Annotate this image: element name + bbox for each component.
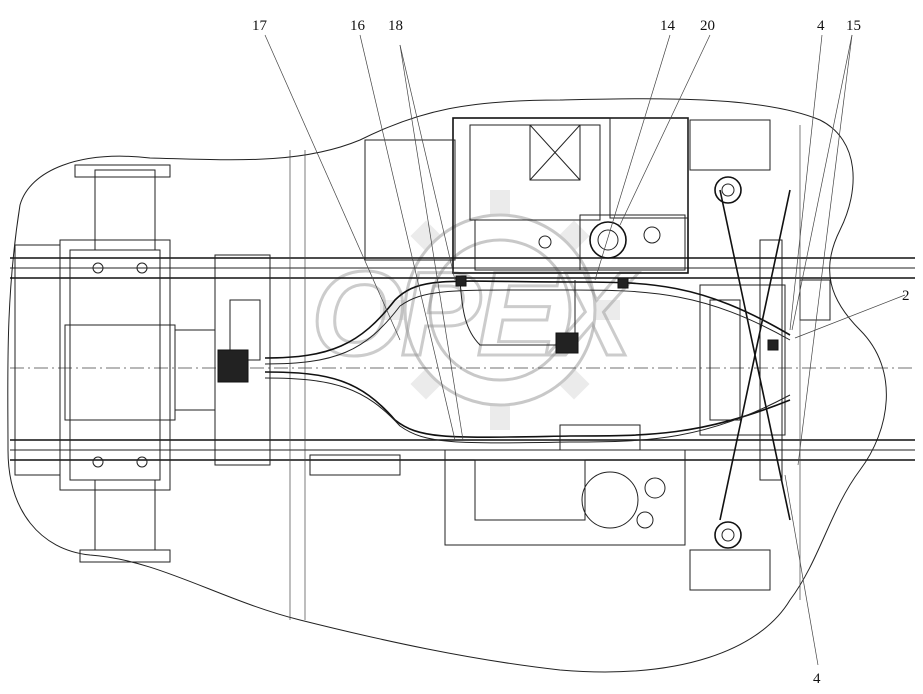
- leader-lines: [264, 34, 906, 666]
- callout-15: 15: [846, 18, 861, 34]
- callout-labels: 17 16 18 14 20 4 15 2 4: [252, 18, 910, 687]
- callout-4-top: 4: [817, 18, 825, 34]
- callout-4-bottom: 4: [813, 671, 821, 687]
- callout-16: 16: [350, 18, 366, 34]
- rear-axle: [14, 150, 306, 620]
- callout-20: 20: [700, 18, 715, 34]
- hydraulic-lines: [264, 275, 791, 444]
- callout-14: 14: [660, 18, 676, 34]
- callout-18: 18: [388, 18, 403, 34]
- upper-equipment-block: [364, 117, 689, 274]
- lower-equipment-block: [309, 424, 686, 546]
- callout-2: 2: [902, 288, 910, 304]
- front-suspension: [689, 119, 831, 600]
- section-outline: [7, 98, 887, 673]
- callout-17: 17: [252, 18, 268, 34]
